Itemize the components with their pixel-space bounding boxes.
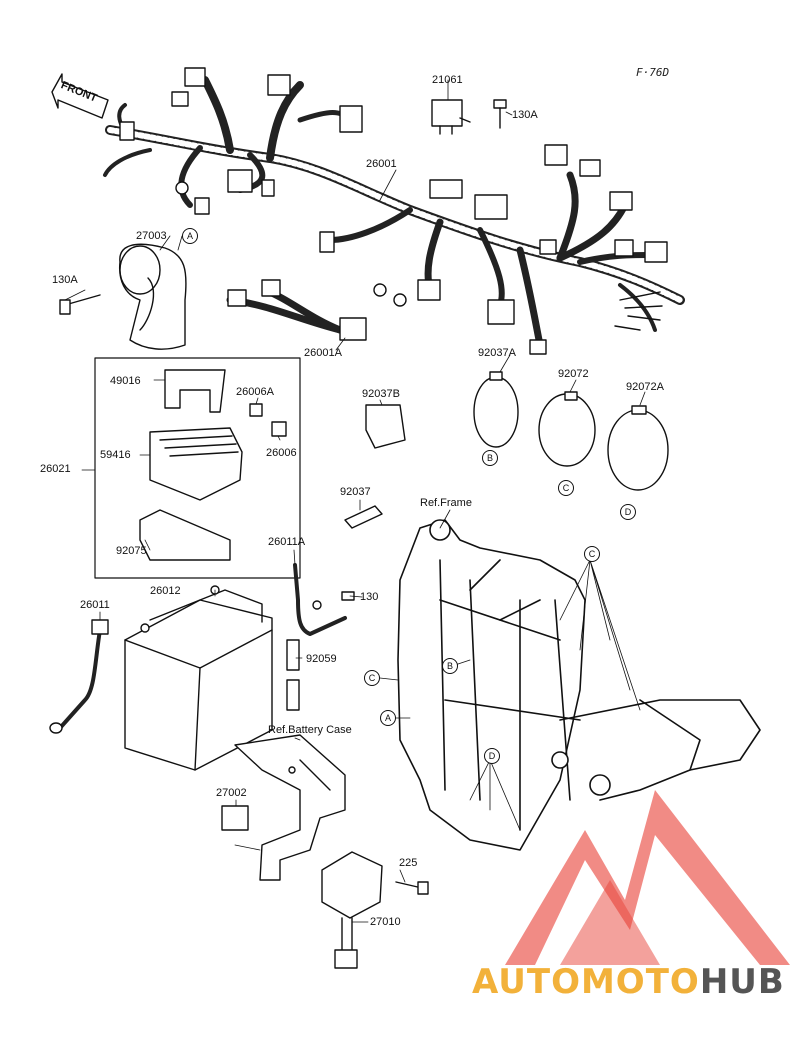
part-label-26021: 26021 bbox=[40, 463, 71, 475]
cable-tie-icon bbox=[344, 505, 383, 529]
watermark-text-part2: HUB bbox=[699, 962, 785, 1002]
callout-d-band: D bbox=[620, 504, 636, 520]
band-icon bbox=[473, 371, 669, 491]
tube-icon bbox=[286, 639, 300, 711]
ref-battery-case-label: Ref.Battery Case bbox=[268, 724, 352, 736]
part-label-49016: 49016 bbox=[110, 375, 141, 387]
part-label-26006a: 26006A bbox=[236, 386, 274, 398]
part-label-26001: 26001 bbox=[366, 158, 397, 170]
callout-b-frame: B bbox=[442, 658, 458, 674]
bolt-225-icon bbox=[395, 881, 429, 895]
part-label-92059: 92059 bbox=[306, 653, 337, 665]
part-label-27010: 27010 bbox=[370, 916, 401, 928]
battery-icon bbox=[124, 585, 273, 771]
ref-frame-label: Ref.Frame bbox=[420, 497, 472, 509]
part-label-92037a: 92037A bbox=[478, 347, 516, 359]
diagram-code: F·76D bbox=[636, 66, 670, 79]
bolt-icon bbox=[493, 99, 507, 129]
front-arrow-icon bbox=[51, 73, 109, 119]
callout-a-frame: A bbox=[380, 710, 396, 726]
part-label-26011: 26011 bbox=[80, 599, 110, 611]
part-label-130a-top: 130A bbox=[512, 109, 538, 121]
bolt-left-icon bbox=[59, 294, 101, 315]
clamp-icon bbox=[365, 404, 406, 449]
callout-b-band: B bbox=[482, 450, 498, 466]
battery-kit-box bbox=[94, 357, 301, 579]
part-label-26012: 26012 bbox=[150, 585, 181, 597]
leader-lines bbox=[64, 79, 646, 923]
part-label-130a-left: 130A bbox=[52, 274, 78, 286]
watermark-text: AUTOMOTOHUB bbox=[472, 962, 785, 1002]
regulator-icon bbox=[321, 851, 383, 969]
frame-icon bbox=[397, 519, 761, 851]
part-label-130: 130 bbox=[360, 591, 379, 603]
sub-harness-icon bbox=[226, 279, 367, 341]
part-label-26006: 26006 bbox=[266, 447, 297, 459]
part-label-59416: 59416 bbox=[100, 449, 131, 461]
relay-icon bbox=[431, 99, 471, 135]
battery-case-icon bbox=[234, 734, 346, 881]
callout-a-horn: A bbox=[182, 228, 198, 244]
part-label-26001a: 26001A bbox=[304, 347, 342, 359]
watermark-logo-icon bbox=[505, 790, 790, 965]
part-label-92072: 92072 bbox=[558, 368, 589, 380]
horn-icon bbox=[118, 243, 187, 350]
wiring-harness-icon bbox=[103, 67, 685, 355]
part-label-26011a: 26011A bbox=[268, 536, 306, 548]
watermark-text-part1: AUTOMOTO bbox=[472, 962, 700, 1002]
relay-small-icon bbox=[221, 805, 249, 831]
part-label-27002: 27002 bbox=[216, 787, 247, 799]
part-label-27003: 27003 bbox=[136, 230, 167, 242]
callout-c-band: C bbox=[558, 480, 574, 496]
ground-cable-icon bbox=[293, 563, 355, 636]
callout-c-frame-left: C bbox=[364, 670, 380, 686]
callout-c-frame: C bbox=[584, 546, 600, 562]
battery-cable-icon bbox=[49, 619, 109, 734]
callout-d-frame: D bbox=[484, 748, 500, 764]
part-label-92037b: 92037B bbox=[362, 388, 400, 400]
part-label-21061: 21061 bbox=[432, 74, 463, 86]
part-label-92037: 92037 bbox=[340, 486, 371, 498]
part-label-225: 225 bbox=[399, 857, 418, 869]
part-label-92072a: 92072A bbox=[626, 381, 664, 393]
part-label-92075: 92075 bbox=[116, 545, 147, 557]
